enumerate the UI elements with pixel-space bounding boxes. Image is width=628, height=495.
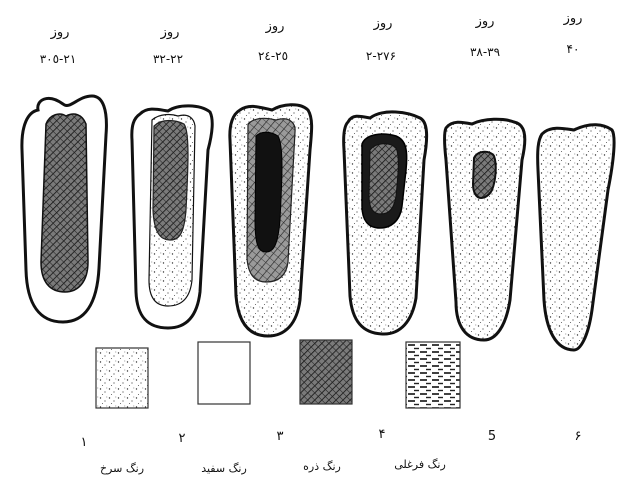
fruit-stage-5 <box>445 119 525 340</box>
stage-1-day-label: روز <box>50 25 70 40</box>
fruit-stage-1 <box>22 96 107 322</box>
stage-4-day-label: روز <box>373 16 393 31</box>
legend <box>96 340 460 408</box>
legend-swatch-white <box>198 342 250 404</box>
legend-caption-white: رنگ سفید <box>201 462 247 475</box>
stage-number-6: ۶ <box>575 429 582 444</box>
stage-6-range-label: ۴٠ <box>567 42 580 56</box>
stage-4-range-label: ٢٧-٢۶ <box>366 49 396 63</box>
stage-1-range-label: ٢١-٣٠٥ <box>40 52 77 66</box>
stage-1-inner-core <box>41 114 88 292</box>
stage-labels: روز ٢١-٣٠٥ روز ٢٢-٣٢ روز ٢٥-٢٤ روز ٢٧-٢۶… <box>40 11 583 66</box>
stage-number-3: ٣ <box>277 429 284 444</box>
stage-number-5: 5 <box>488 429 496 444</box>
stage-6-day-label: روز <box>563 11 583 26</box>
stage-2-day-label: روز <box>160 25 180 40</box>
stage-2-inner-core <box>153 121 188 241</box>
stage-2-range-label: ٢٢-٣٢ <box>153 52 183 66</box>
fruit-stage-3 <box>230 105 312 336</box>
stage-3-range-label: ٢٥-٢٤ <box>258 49 288 63</box>
legend-caption-purple: رنگ فرغلی <box>394 458 446 471</box>
stage-6-outer-shell <box>538 125 614 350</box>
legend-swatch-purple <box>406 342 460 408</box>
legend-caption-particle: رنگ ذره <box>303 460 341 473</box>
stage-number-1: ١ <box>81 435 88 450</box>
fruit-stage-6 <box>538 125 614 350</box>
legend-swatch-red <box>96 348 148 408</box>
stage-5-inner-core <box>473 152 496 198</box>
stage-4-inner-core <box>369 144 398 214</box>
stage-numbers: ١ ٢ ٣ ۴ 5 ۶ <box>81 427 582 450</box>
legend-captions: رنگ سرخ رنگ سفید رنگ ذره رنگ فرغلی <box>100 458 446 475</box>
stage-3-day-label: روز <box>265 19 285 34</box>
legend-caption-red: رنگ سرخ <box>100 462 144 475</box>
legend-swatch-particle <box>300 340 352 404</box>
stage-number-2: ٢ <box>179 431 186 446</box>
stage-number-4: ۴ <box>379 427 386 442</box>
fruit-stage-4 <box>344 112 427 334</box>
stage-5-range-label: ٣٩-٣٨ <box>470 45 500 59</box>
fruit-stage-2 <box>132 106 212 328</box>
stage-5-day-label: روز <box>475 14 495 29</box>
stage-3-inner-core <box>255 132 282 252</box>
